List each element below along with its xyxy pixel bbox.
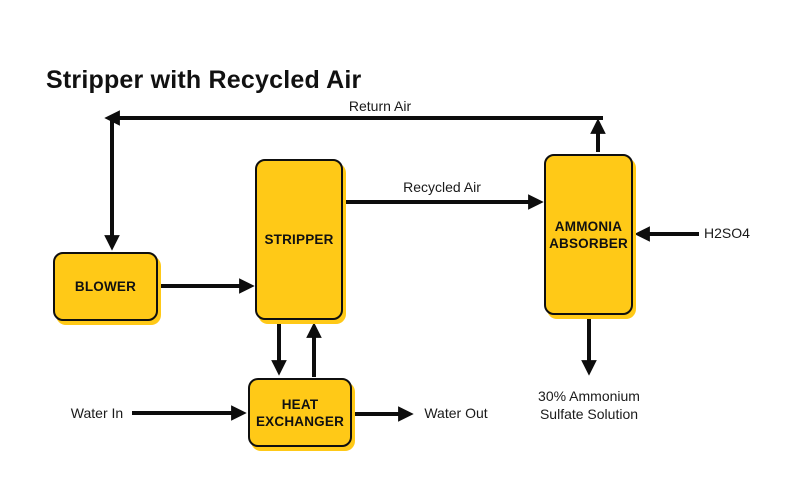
label-ammonium-sulfate-solution: 30% Ammonium Sulfate Solution [519,387,659,423]
label-ammonium-sulfate-line2: Sulfate Solution [539,406,639,422]
node-heat-exchanger: HEAT EXCHANGER [248,378,352,447]
node-blower-label: BLOWER [74,279,137,294]
node-stripper: STRIPPER [255,159,343,320]
label-recycled-air: Recycled Air [403,179,481,195]
node-ammonia-absorber: AMMONIA ABSORBER [544,154,633,315]
label-water-out: Water Out [424,405,488,421]
node-stripper-label: STRIPPER [264,232,334,247]
node-blower: BLOWER [53,252,158,321]
node-ammonia-absorber-label: AMMONIA ABSORBER [549,218,628,251]
label-h2so4: H2SO4 [704,225,750,241]
label-return-air: Return Air [348,98,412,114]
node-heat-exchanger-label: HEAT EXCHANGER [255,396,345,429]
diagram-title: Stripper with Recycled Air [46,65,362,94]
label-water-in: Water In [70,405,124,421]
label-ammonium-sulfate-line1: 30% Ammonium [538,388,640,404]
